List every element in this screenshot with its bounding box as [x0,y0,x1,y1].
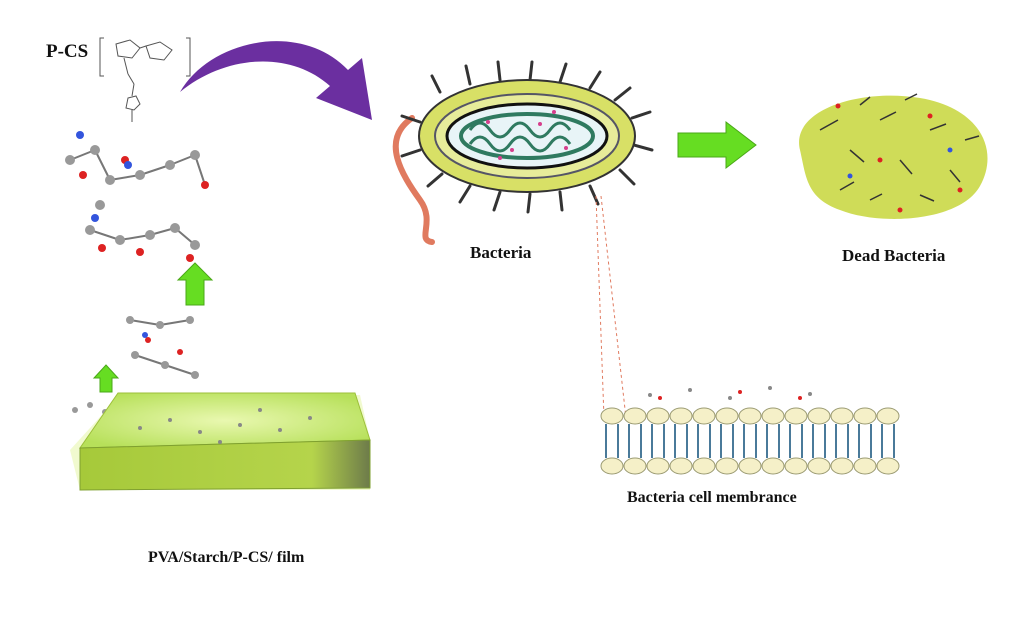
film-label: PVA/Starch/P-CS/ film [148,549,305,566]
bacteria-icon [392,60,654,245]
dead-bacteria-icon [799,93,988,219]
molecule-icon [65,131,209,415]
green-right-arrow-icon [677,120,757,170]
membrane-label: Bacteria cell membrance [627,489,797,506]
bacteria-label: Bacteria [470,243,532,262]
p-cs-label: P-CS [46,41,89,62]
dead-bacteria-label: Dead Bacteria [842,246,946,265]
membrane-icon [600,386,900,475]
film-icon [70,392,371,491]
green-up-arrow-icon [92,262,214,393]
purple-arrow-icon [180,41,372,120]
p-cs-structure-icon [99,37,191,122]
zoom-guide-lines [595,195,627,419]
